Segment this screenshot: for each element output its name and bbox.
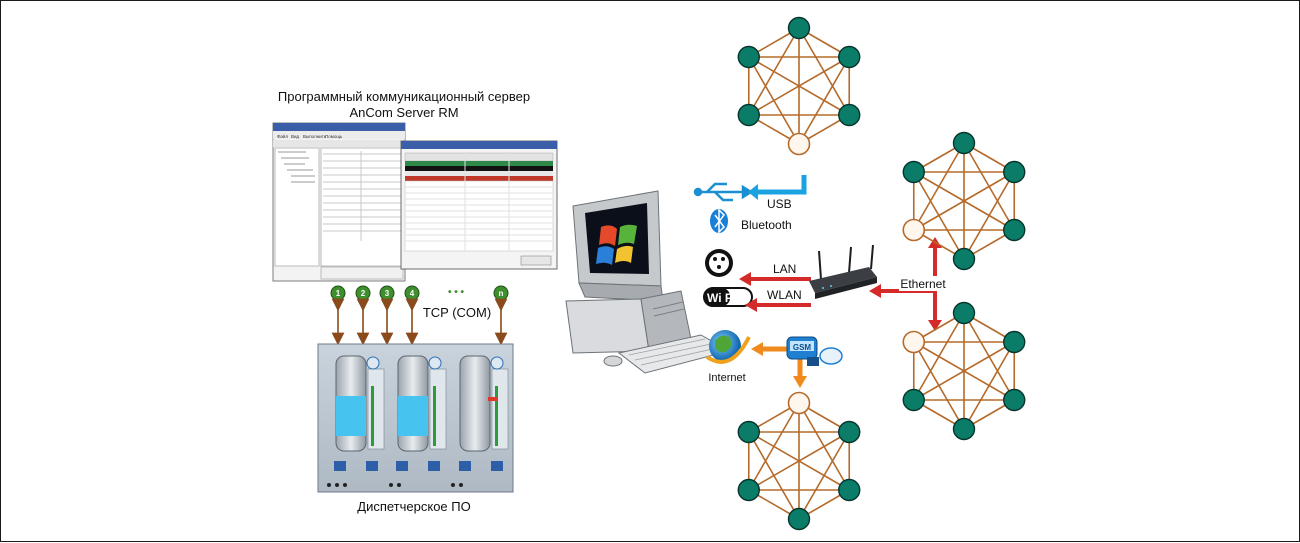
mesh-bottom — [737, 391, 861, 531]
tcp-label: TCP (COM) — [423, 305, 491, 320]
mesh-link — [913, 171, 1015, 231]
tcp-ports: 1 2 3 4 • • • n TCP (COM) — [330, 285, 509, 346]
tank-1 — [335, 355, 385, 452]
mesh-node — [838, 103, 861, 127]
mesh-node — [902, 160, 925, 184]
mesh-link — [748, 431, 800, 520]
mesh-node — [1003, 330, 1026, 354]
port-n: n — [493, 285, 509, 301]
mesh-right-upper — [902, 131, 1026, 271]
bluetooth-label: Bluetooth — [741, 218, 792, 232]
mesh-node — [952, 417, 976, 441]
mesh-link — [748, 56, 800, 145]
svg-text:2: 2 — [361, 289, 366, 298]
svg-text:4: 4 — [410, 289, 415, 298]
computer — [565, 190, 731, 374]
server-menu-file[interactable]: Файл — [277, 133, 288, 139]
mesh-node — [952, 247, 976, 271]
windows-logo-icon — [596, 224, 637, 265]
wifi-icon: Wi Fi — [703, 287, 753, 307]
port-ellipsis: • • • — [448, 287, 465, 298]
mesh-link — [913, 171, 965, 260]
usb-icon — [693, 182, 754, 202]
lan-label: LAN — [773, 262, 796, 276]
port-1: 1 — [330, 285, 346, 301]
svg-text:GSM: GSM — [793, 343, 812, 352]
dispatcher-label: Диспетчерское ПО — [357, 499, 470, 514]
svg-text:Wi Fi: Wi Fi — [707, 291, 736, 305]
mesh-node — [838, 478, 861, 502]
mesh-node — [952, 131, 976, 155]
server-title-line2: AnCom Server RM — [349, 105, 458, 120]
mesh-gateway-node — [902, 218, 926, 242]
svg-text:1: 1 — [336, 289, 341, 298]
mesh-node — [787, 507, 811, 531]
mesh-node — [1003, 388, 1026, 412]
mesh-gateway-node — [902, 330, 926, 354]
server-title-line1: Программный коммуникационный сервер — [278, 89, 530, 104]
bluetooth-icon — [710, 208, 728, 234]
mesh-node — [1003, 160, 1026, 184]
port-2: 2 — [355, 285, 371, 301]
mesh-top — [737, 16, 861, 156]
usb-label: USB — [767, 197, 792, 211]
dispatcher-panel — [317, 343, 514, 493]
mesh-gateway-node — [787, 132, 811, 156]
server-app-window: Файл Вид Выполнить Помощь — [272, 122, 406, 282]
mesh-link — [913, 341, 1015, 401]
internet-label: Internet — [708, 372, 745, 384]
mesh-right-lower — [902, 301, 1026, 441]
mesh-node — [737, 103, 760, 127]
mesh-node — [737, 420, 760, 444]
svg-text:n: n — [499, 289, 504, 298]
tank-3 — [459, 355, 509, 452]
lan-socket-icon — [705, 249, 733, 277]
wlan-label: WLAN — [767, 288, 802, 302]
server-log-window — [400, 140, 558, 270]
router-icon — [809, 244, 877, 299]
mesh-gateway-node — [787, 391, 811, 415]
tcp-arrows — [331, 298, 508, 346]
mesh-node — [838, 45, 861, 69]
mesh-link — [913, 341, 965, 430]
mesh-node — [838, 420, 861, 444]
ethernet-label: Ethernet — [900, 277, 946, 291]
mesh-link — [748, 431, 850, 491]
mesh-node — [952, 301, 976, 325]
mesh-node — [787, 16, 811, 40]
server-menu-run[interactable]: Выполнить — [303, 134, 327, 139]
tank-2 — [397, 355, 447, 452]
mesh-node — [737, 45, 760, 69]
server-menu-help[interactable]: Помощь — [325, 134, 343, 139]
mesh-node — [1003, 218, 1026, 242]
usb-arrow — [757, 175, 807, 195]
mesh-node — [902, 388, 925, 412]
gsm-modem-icon: GSM — [786, 336, 843, 366]
port-3: 3 — [379, 285, 395, 301]
svg-text:3: 3 — [385, 289, 390, 298]
server-menu-view[interactable]: Вид — [291, 134, 300, 139]
port-4: 4 — [404, 285, 420, 301]
mesh-node — [737, 478, 760, 502]
internet-globe-icon — [705, 330, 751, 364]
mesh-link — [748, 56, 850, 116]
mesh-networks — [737, 16, 1026, 531]
